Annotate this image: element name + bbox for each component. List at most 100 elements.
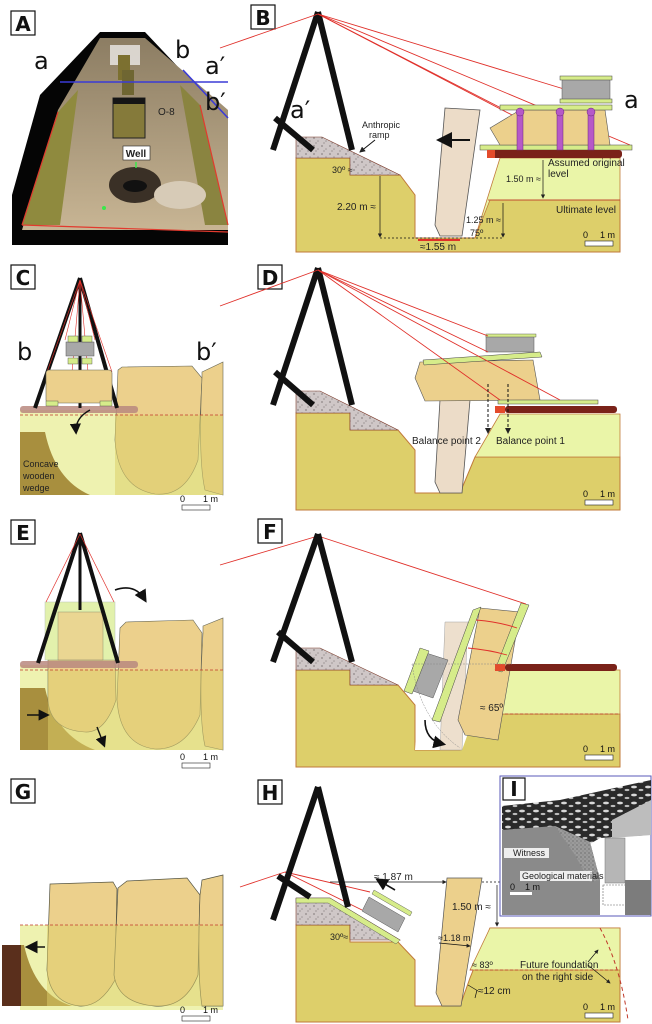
well-label-box	[122, 145, 151, 161]
ropes-c	[46, 279, 113, 373]
panel-f-label: F	[263, 520, 277, 544]
counterweight-bottom	[559, 98, 613, 104]
scale-0-f: 0	[583, 744, 588, 754]
fill-height-label: 1.50 m ≈	[506, 174, 541, 184]
scale-bar-b	[584, 240, 614, 247]
panel-i: I Witness Geological materials 0 1 m	[499, 775, 652, 917]
wedge-e	[20, 688, 95, 750]
scale-bar-i	[510, 892, 532, 895]
counterweight-d	[485, 335, 535, 353]
scale-0-d: 0	[583, 489, 588, 499]
future-pointer-2	[587, 964, 611, 984]
clamp-c-3	[67, 357, 79, 365]
scale-1-c: 1 m	[203, 494, 218, 504]
panel-g-box	[10, 778, 36, 804]
future-foundation-line	[599, 927, 629, 1021]
section-b-prime-c: b′	[196, 338, 217, 366]
scale-1-f: 1 m	[600, 744, 615, 754]
section-b-c: b	[17, 338, 32, 366]
panel-a: A a b a′ b′ O-8 Well	[10, 10, 229, 245]
concave-wedge	[20, 432, 90, 495]
panel-b-label: B	[255, 6, 270, 30]
ramp-pointer	[359, 139, 376, 153]
width-label: ≈1.55 m	[420, 242, 456, 253]
rail-stop-d	[495, 406, 505, 413]
platform-e	[20, 661, 138, 668]
wedge-g	[20, 945, 72, 1006]
balance-point-1-label: Balance point 1	[496, 436, 565, 447]
foot-c-1	[45, 400, 59, 407]
section-b-prime-label: b′	[205, 88, 226, 116]
upright-stone	[604, 837, 626, 884]
original-level-line1: Assumed original	[548, 158, 625, 169]
left-wall	[22, 90, 78, 225]
distance-label-h: ≈ 1.87 m	[374, 872, 413, 883]
section-line-b	[182, 69, 229, 119]
right-wall	[180, 85, 228, 225]
panel-c: C b b′ Concave wooden wedge 0 1 m	[10, 264, 224, 511]
dimensions-b	[377, 160, 546, 239]
fill-wedge	[555, 826, 600, 882]
sledge-d-base	[497, 399, 599, 405]
ramp-sledge-h	[295, 897, 401, 945]
scale-1-h: 1 m	[600, 1002, 615, 1012]
tripod-brace-f	[276, 629, 315, 665]
panel-h: H ≈ 1.87 m 1.50 m ≈ ≈1.18 m 30º≈ ≈ 83º	[239, 779, 629, 1023]
fill-layer-d	[474, 413, 621, 458]
section-a-label: a	[34, 47, 49, 75]
rotate-arrow-c	[69, 409, 91, 435]
post-g	[2, 945, 21, 1006]
ropes-d	[219, 269, 561, 401]
panel-e-label: E	[16, 521, 30, 545]
clamp-c-4	[81, 357, 93, 365]
gap-pointer-h	[467, 984, 479, 992]
scale-1-i: 1 m	[525, 882, 540, 892]
tripod-leg-right	[315, 11, 355, 151]
rail-stop-b	[487, 150, 495, 158]
panel-e-box	[10, 519, 36, 545]
counterweight-f-frame	[403, 647, 430, 695]
section-a-prime-b: a′	[290, 96, 310, 124]
scale-1-d: 1 m	[600, 489, 615, 499]
sledge-f-2	[494, 602, 530, 673]
rotate-arrow-f	[424, 719, 447, 749]
scale-bar-c	[181, 504, 211, 511]
scale-1-e: 1 m	[203, 752, 218, 762]
counterweight-b	[561, 77, 611, 101]
photo-outline	[21, 104, 229, 233]
panel-f-box	[257, 518, 283, 544]
scale-1-b: 1 m	[600, 230, 615, 240]
well-shaft	[123, 180, 147, 192]
scale-bar-g	[181, 1015, 211, 1022]
angle-65-label: ≈ 65º	[480, 703, 503, 714]
counterweight-d-top	[485, 333, 537, 338]
green-marker	[102, 206, 106, 210]
scale-bar-h	[584, 1012, 614, 1019]
clamp-c-1	[67, 335, 79, 343]
depth-label: 2.20 m ≈	[337, 202, 376, 213]
tripod-leg-left-d	[270, 267, 321, 406]
tripod-leg-left	[270, 11, 321, 151]
tripod-leg-left-h	[270, 786, 321, 921]
future-foundation-line1: Future foundation	[520, 960, 598, 971]
witness-tag	[504, 848, 549, 858]
gap-label-h: ≈12 cm	[478, 986, 511, 997]
rail-stop-f	[495, 664, 505, 671]
tripod-leg-right-h	[315, 786, 351, 908]
clamp-c-2	[81, 335, 93, 343]
future-foundation-line2: on the right side	[522, 972, 594, 983]
counterweight-c	[65, 341, 95, 357]
wedge-label-line2: wooden	[22, 471, 55, 481]
panel-h-label: H	[262, 781, 279, 805]
scale-bar-d	[584, 499, 614, 506]
megalith-c-lifted	[45, 369, 113, 404]
ramp-label-line1: Anthropic	[362, 120, 401, 130]
scale-bar-e	[181, 762, 211, 769]
tripod-leg-right-d	[315, 267, 355, 406]
original-level-line2: level	[548, 169, 569, 180]
buried-part-c	[115, 415, 223, 495]
sledge-base	[479, 144, 633, 151]
foot-c-2	[99, 400, 113, 407]
geology-tag	[520, 871, 592, 881]
